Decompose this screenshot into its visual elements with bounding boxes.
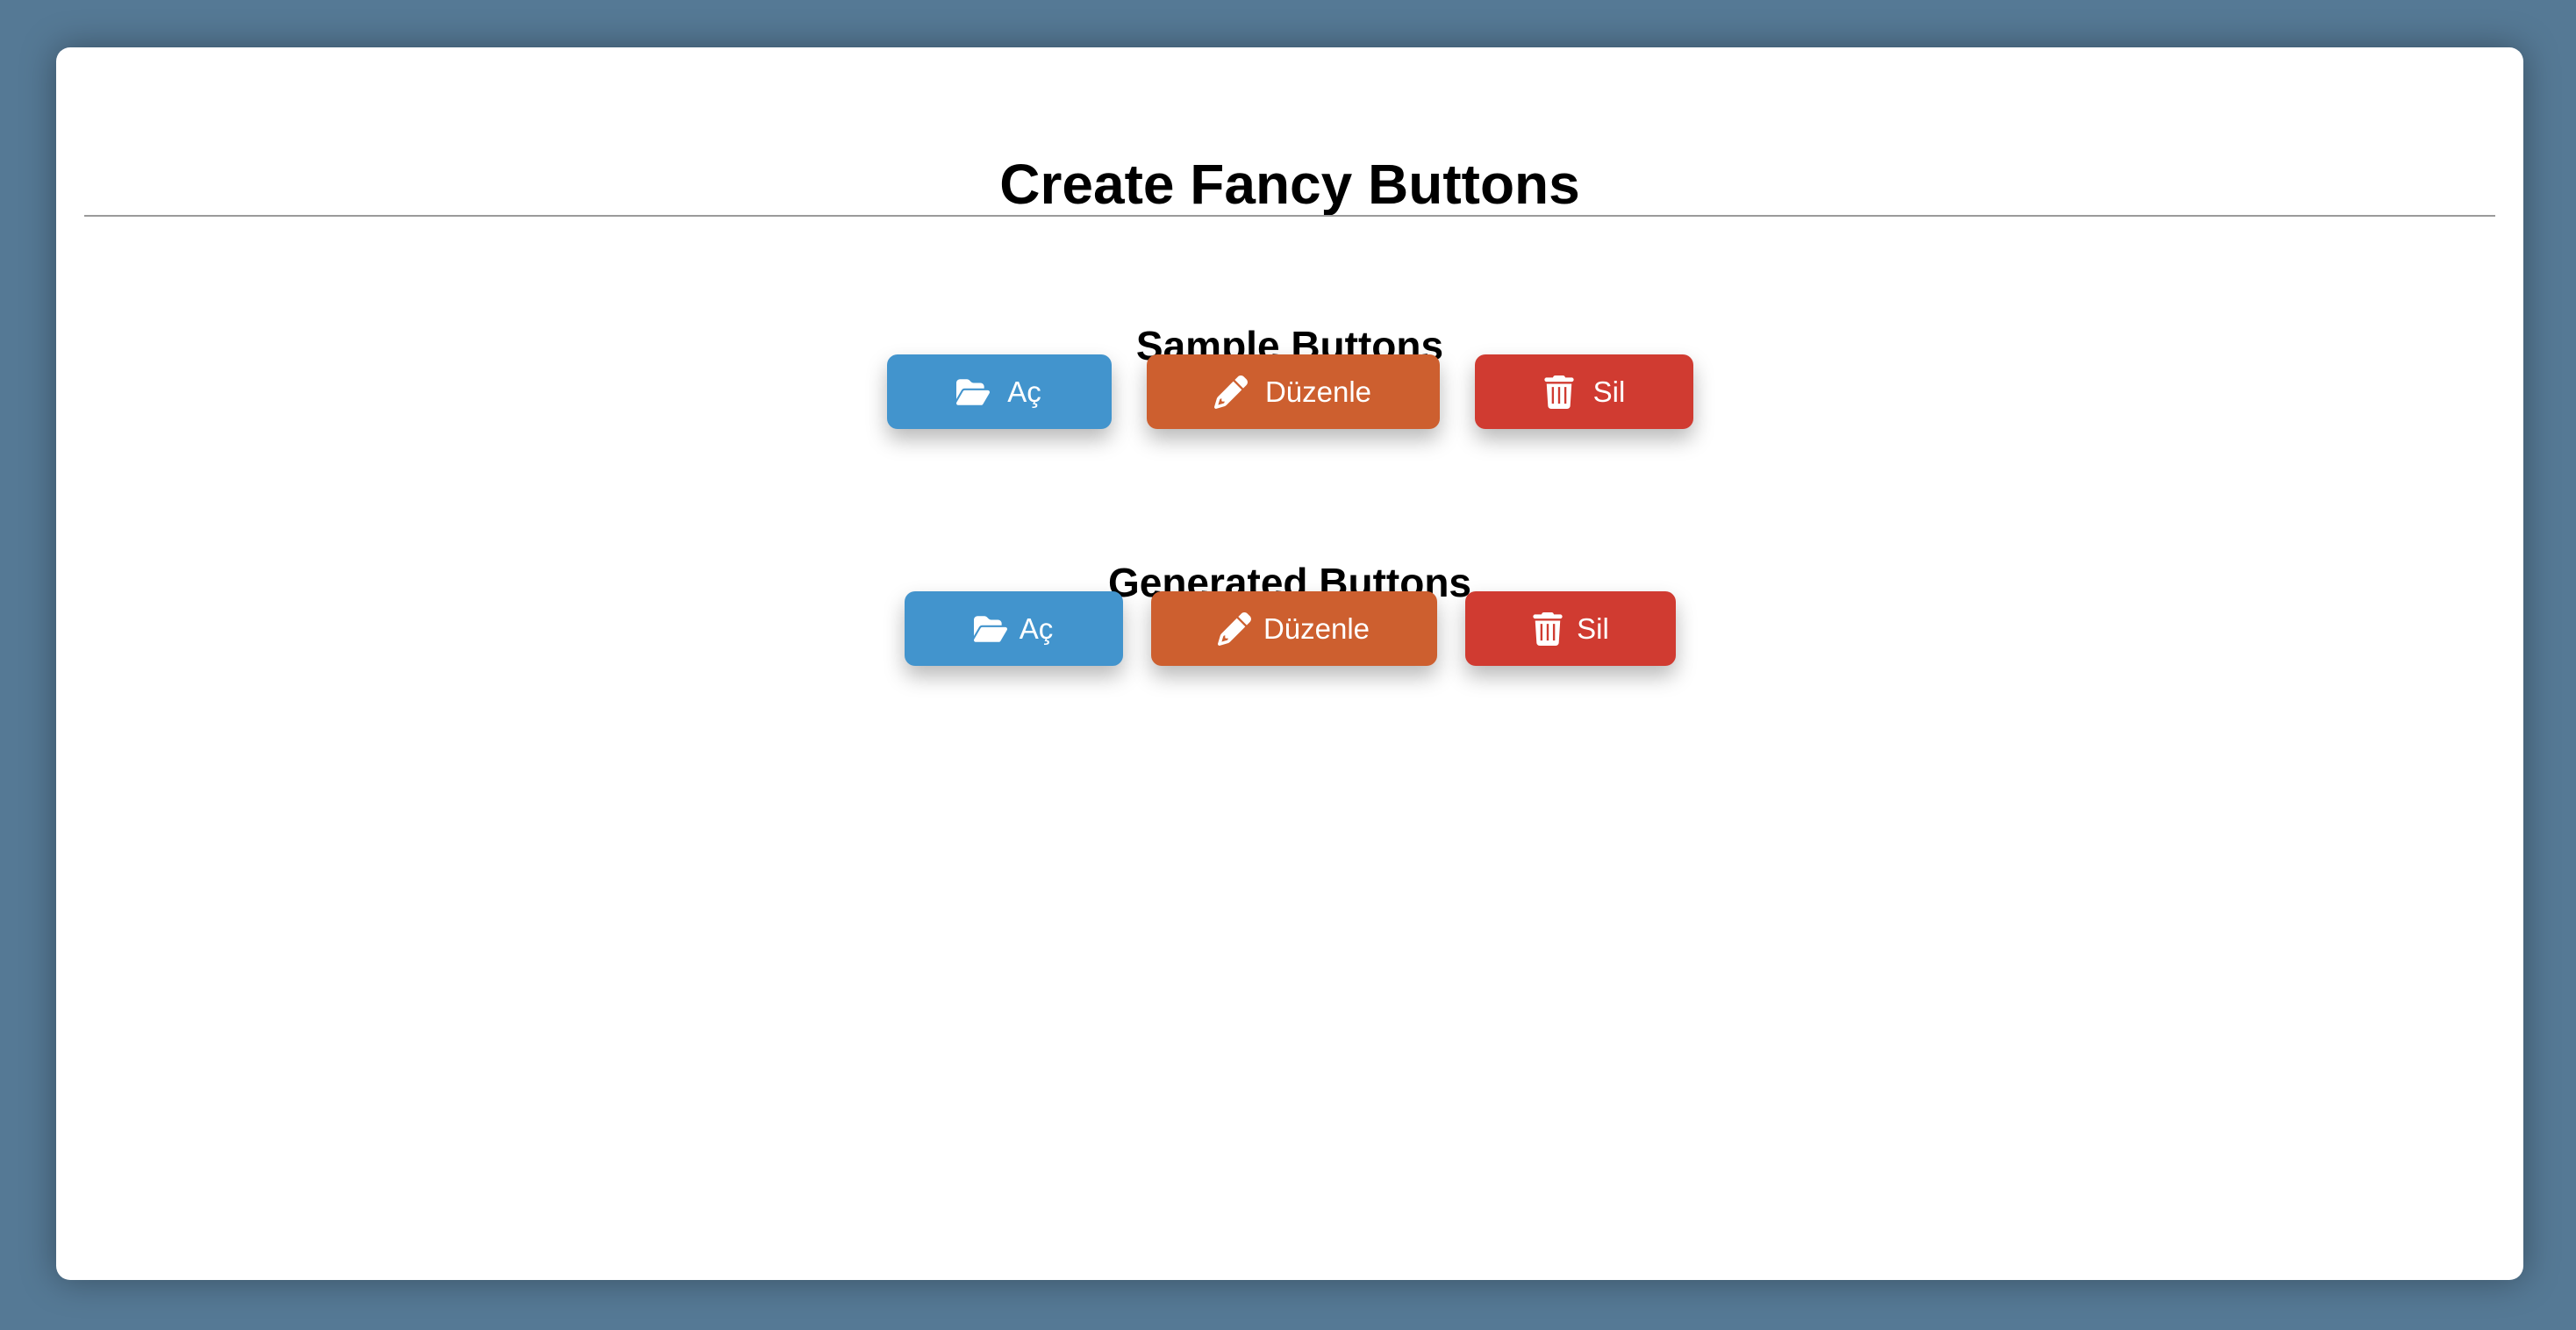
folder-open-icon	[956, 375, 991, 409]
generated-open-button[interactable]: Aç	[904, 591, 1123, 666]
sample-open-button[interactable]: Aç	[886, 354, 1112, 429]
trash-icon	[1531, 611, 1564, 646]
sample-open-label: Aç	[1007, 375, 1041, 408]
generated-delete-button[interactable]: Sil	[1464, 591, 1676, 666]
sample-delete-button[interactable]: Sil	[1474, 354, 1693, 429]
main-card: Create Fancy Buttons Sample Buttons Aç D…	[56, 47, 2523, 1280]
pencil-icon	[1217, 611, 1251, 646]
generated-buttons-row: Aç Düzenle Sil	[56, 591, 2523, 666]
page-title: Create Fancy Buttons	[999, 153, 1580, 216]
generated-delete-label: Sil	[1577, 611, 1609, 645]
sample-edit-label: Düzenle	[1264, 375, 1372, 408]
folder-open-icon	[973, 612, 1007, 646]
generated-open-label: Aç	[1019, 611, 1054, 645]
sample-buttons-row: Aç Düzenle Sil	[56, 354, 2523, 429]
sample-delete-label: Sil	[1592, 375, 1626, 408]
trash-icon	[1542, 375, 1576, 409]
divider	[84, 215, 2495, 217]
pencil-icon	[1213, 375, 1248, 409]
sample-edit-button[interactable]: Düzenle	[1146, 354, 1440, 429]
generated-edit-label: Düzenle	[1263, 611, 1370, 645]
generated-edit-button[interactable]: Düzenle	[1150, 591, 1437, 666]
